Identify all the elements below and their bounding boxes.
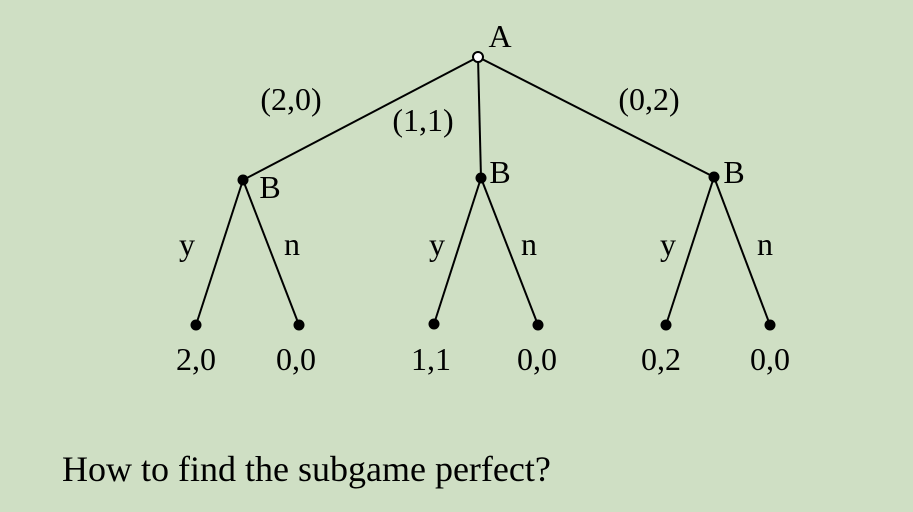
action-label-middle: (1,1) [392,102,453,138]
game-tree-nodes [190,51,776,331]
branch-label-b3-n: n [757,226,773,262]
edge-b1-y [195,179,244,326]
action-label-left: (2,0) [260,81,321,117]
payoff-6: 0,0 [750,341,790,377]
branch-label-b2-n: n [521,226,537,262]
payoff-1: 2,0 [176,341,216,377]
branch-label-b2-y: y [429,226,445,262]
payoff-5: 0,2 [641,341,681,377]
action-label-right: (0,2) [618,81,679,117]
terminal-node-4 [532,319,544,331]
responder-label-2: B [489,154,510,190]
edge-root-to-b3 [477,56,715,178]
terminal-node-3 [428,318,440,330]
root-node-open-circle [472,51,484,63]
responder-label-3: B [723,154,744,190]
decision-node-b1 [237,174,249,186]
branch-label-b1-y: y [179,226,195,262]
root-player-label: A [488,18,511,54]
decision-node-b2 [475,172,487,184]
edge-b2-n [480,177,539,326]
edge-b2-y [433,177,482,325]
edge-b1-n [242,179,300,326]
question-text: How to find the subgame perfect? [62,449,551,489]
payoff-3: 1,1 [411,341,451,377]
branch-label-b3-y: y [660,226,676,262]
payoff-4: 0,0 [517,341,557,377]
decision-node-b3 [708,171,720,183]
edge-b3-n [713,176,771,326]
game-tree-edges [195,56,771,326]
terminal-node-6 [764,319,776,331]
edge-b3-y [665,176,715,326]
terminal-node-5 [660,319,672,331]
game-tree-labels: A (2,0) (1,1) (0,2) B B B y n y n y n 2,… [176,18,790,377]
responder-label-1: B [259,169,280,205]
edge-root-to-b1 [242,56,479,181]
edge-root-to-b2 [477,56,482,179]
terminal-node-2 [293,319,305,331]
payoff-2: 0,0 [276,341,316,377]
branch-label-b1-n: n [284,226,300,262]
terminal-node-1 [190,319,202,331]
